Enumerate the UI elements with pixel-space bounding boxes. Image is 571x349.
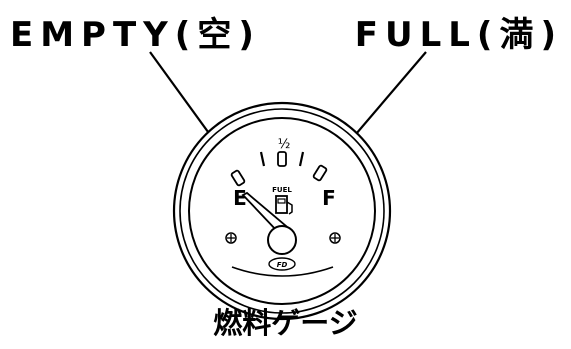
fuel-pump-icon bbox=[275, 195, 293, 215]
brand-logo: FD bbox=[268, 257, 296, 271]
needle-hub bbox=[267, 225, 297, 255]
dial-lower-arc bbox=[231, 266, 334, 277]
half-mark: ½ bbox=[278, 137, 291, 152]
tick-full bbox=[312, 164, 328, 182]
gauge-tick-marks bbox=[230, 151, 328, 187]
gauge-dial-face bbox=[188, 117, 376, 305]
left-screw bbox=[225, 232, 237, 244]
diagram-caption: 燃料ゲージ bbox=[213, 306, 358, 340]
fuel-label: FUEL bbox=[272, 186, 292, 194]
tick-three-quarter bbox=[298, 151, 305, 167]
tick-half bbox=[277, 151, 287, 167]
tick-quarter bbox=[259, 151, 266, 167]
empty-callout-label: EMPTY(空) bbox=[10, 15, 261, 55]
empty-mark: E bbox=[233, 186, 247, 210]
full-mark: F bbox=[322, 186, 336, 210]
gauge-bezel-ring bbox=[179, 108, 385, 314]
logo-text: FD bbox=[277, 261, 288, 269]
full-callout-label: FULL(満) bbox=[354, 15, 563, 55]
right-screw bbox=[329, 232, 341, 244]
tick-empty bbox=[230, 169, 246, 187]
